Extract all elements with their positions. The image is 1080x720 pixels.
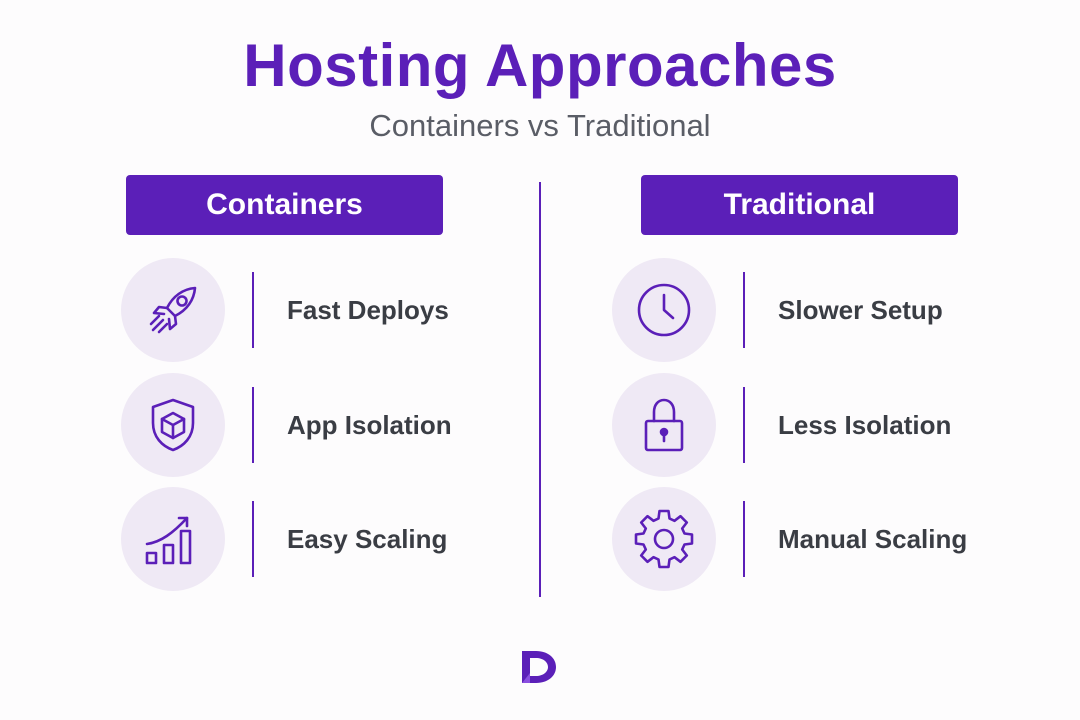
brand-logo: [518, 647, 560, 692]
item-label: Easy Scaling: [287, 524, 448, 554]
traditional-heading: Traditional: [641, 175, 958, 235]
containers-heading: Containers: [126, 175, 443, 235]
item-label: Manual Scaling: [778, 524, 968, 554]
item-label: Less Isolation: [778, 410, 952, 440]
list-item-manual-scaling: Manual Scaling: [612, 487, 1032, 591]
page-title: Hosting Approaches: [243, 32, 837, 99]
list-item-less-isolation: Less Isolation: [612, 373, 1032, 477]
row-divider: [252, 387, 254, 463]
list-item-app-isolation: App Isolation: [121, 373, 541, 477]
row-divider: [743, 272, 745, 348]
row-divider: [743, 387, 745, 463]
page-subtitle: Containers vs Traditional: [369, 108, 711, 143]
growth-chart-icon: [121, 487, 225, 591]
gear-icon: [612, 487, 716, 591]
clock-icon: [612, 258, 716, 362]
list-item-easy-scaling: Easy Scaling: [121, 487, 541, 591]
rocket-icon: [121, 258, 225, 362]
item-label: Fast Deploys: [287, 295, 449, 325]
list-item-fast-deploys: Fast Deploys: [121, 258, 541, 362]
item-label: Slower Setup: [778, 295, 943, 325]
column-divider: [539, 182, 541, 597]
padlock-icon: [612, 373, 716, 477]
row-divider: [252, 501, 254, 577]
row-divider: [743, 501, 745, 577]
list-item-slower-setup: Slower Setup: [612, 258, 1032, 362]
shield-cube-icon: [121, 373, 225, 477]
row-divider: [252, 272, 254, 348]
item-label: App Isolation: [287, 410, 452, 440]
